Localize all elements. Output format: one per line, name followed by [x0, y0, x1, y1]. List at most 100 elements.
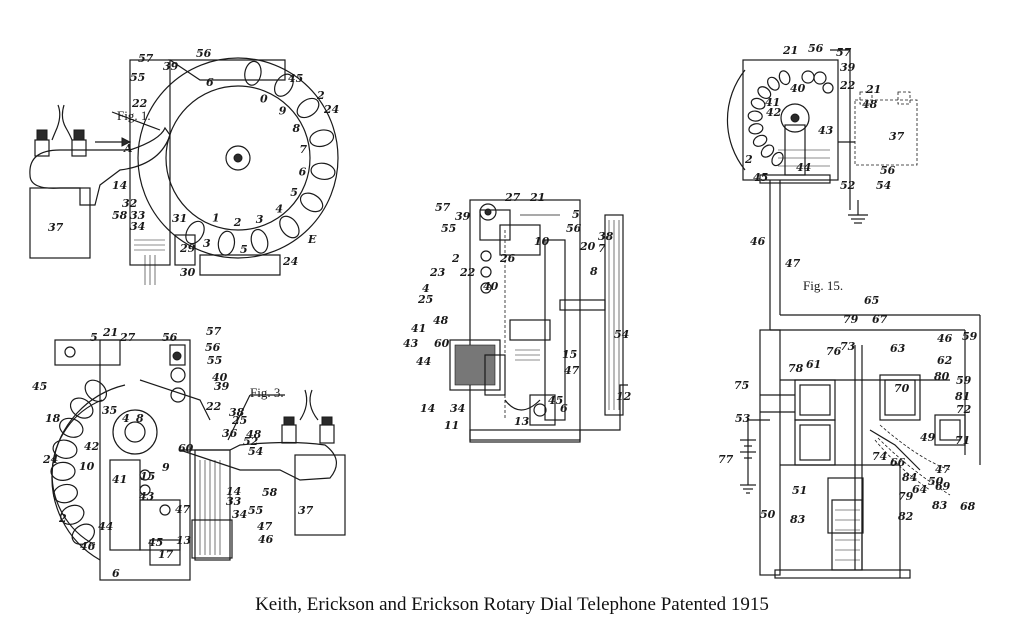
part-number-label: 74	[872, 450, 887, 463]
finger-hole	[752, 134, 768, 147]
part-number-label: 61	[806, 358, 821, 371]
part-number-label: 23	[429, 266, 446, 279]
part-number-label: 58	[262, 486, 278, 499]
part-number-label: 22	[459, 266, 476, 279]
part-number-label: 57	[836, 46, 852, 59]
part-number-label: 56	[566, 222, 582, 235]
part-number-label: 39	[214, 380, 230, 393]
part-number-label: 45	[288, 72, 303, 85]
part-number-label: 2	[316, 89, 325, 102]
part-number-label: 67	[872, 313, 888, 326]
part-number-label: 36	[222, 427, 238, 440]
part-number-label: 13	[514, 415, 530, 428]
part-number-label: 6	[560, 402, 568, 415]
part-number-label: 18	[45, 412, 61, 425]
part-number-label: 25	[231, 414, 247, 427]
part-number-label: 60	[178, 442, 194, 455]
part-number-label: 37	[48, 221, 64, 234]
part-number-label: A	[123, 142, 133, 155]
part-number-label: 56	[162, 331, 178, 344]
part-number-label: 44	[416, 355, 431, 368]
part-number-label: 50	[928, 475, 944, 488]
finger-hole	[310, 162, 336, 181]
finger-hole	[747, 110, 763, 122]
part-number-label: 2	[451, 252, 460, 265]
part-number-label: 48	[862, 98, 878, 111]
part-number-label: 76	[826, 345, 842, 358]
finger-hole	[750, 97, 766, 110]
part-number-label: 63	[890, 342, 906, 355]
part-number-label: 34	[232, 508, 247, 521]
part-number-label: 70	[894, 382, 910, 395]
part-number-label: 37	[889, 130, 905, 143]
part-number-label: 15	[562, 348, 577, 361]
part-number-label: 54	[614, 328, 629, 341]
part-number-label: 48	[246, 428, 262, 441]
figure-3	[50, 339, 346, 581]
part-number-label: 29	[179, 242, 196, 255]
part-number-label: 43	[818, 124, 834, 137]
part-number-label: 22	[205, 400, 222, 413]
part-number-label: 57	[138, 52, 154, 65]
part-number-label: 3	[0, 0, 8, 3]
part-number-label: 14	[226, 485, 241, 498]
part-number-label: 43	[403, 337, 419, 350]
part-number-label: 25	[417, 293, 433, 306]
part-number-label: 41	[411, 322, 426, 335]
part-number-label: 45	[32, 380, 47, 393]
part-number-label: 24	[42, 453, 58, 466]
finger-hole	[69, 397, 94, 419]
part-number-label: 21	[865, 83, 881, 96]
part-number-label: 40	[790, 82, 806, 95]
part-number-label: 8	[136, 412, 144, 425]
part-number-label: 45	[753, 171, 768, 184]
dial-digit: 0	[260, 93, 268, 106]
finger-hole	[299, 192, 324, 213]
dial-digit: 6	[299, 165, 307, 178]
part-number-label: 56	[880, 164, 896, 177]
part-number-label: 47	[257, 520, 273, 533]
dial-digit: 4	[275, 202, 283, 215]
part-number-label: 53	[735, 412, 751, 425]
part-number-label: 13	[176, 534, 192, 547]
part-number-label: 46	[258, 533, 274, 546]
part-number-label: 66	[890, 456, 906, 469]
fig15-title: Fig. 15.	[803, 278, 843, 293]
part-number-label: 59	[956, 374, 972, 387]
part-number-label: 55	[441, 222, 456, 235]
part-number-label: E	[307, 233, 317, 246]
finger-hole	[50, 461, 76, 482]
part-number-label: 69	[935, 480, 951, 493]
part-number-label: 56	[196, 47, 212, 60]
part-number-label: 34	[130, 220, 145, 233]
part-number-label: 41	[765, 96, 780, 109]
part-number-label: 38	[229, 406, 245, 419]
part-number-label: 73	[840, 340, 856, 353]
part-number-label: 3	[203, 237, 211, 250]
part-number-label: 47	[175, 503, 191, 516]
finger-hole	[244, 60, 262, 86]
finger-hole	[279, 215, 300, 239]
part-number-label: 5	[572, 208, 580, 221]
finger-hole	[748, 123, 764, 135]
part-number-label: 39	[840, 61, 856, 74]
part-number-label: 33	[130, 209, 146, 222]
part-number-label: 22	[131, 97, 148, 110]
plate-caption: Keith, Erickson and Erickson Rotary Dial…	[255, 594, 769, 615]
finger-hole	[60, 504, 85, 525]
part-number-label: 5	[240, 243, 248, 256]
part-number-label: 45	[548, 394, 563, 407]
part-number-label: 68	[960, 500, 976, 513]
part-number-label: 6	[112, 567, 120, 580]
part-number-label: 6	[206, 76, 214, 89]
part-number-label: 44	[98, 520, 113, 533]
part-number-label: 75	[734, 379, 749, 392]
part-number-label: 11	[444, 419, 459, 432]
part-number-label: 79	[898, 490, 914, 503]
part-number-label: 64	[912, 483, 927, 496]
part-number-label: 51	[792, 484, 807, 497]
finger-hole	[53, 483, 78, 504]
part-number-label: 55	[0, 0, 15, 3]
part-number-label: 84	[902, 471, 917, 484]
